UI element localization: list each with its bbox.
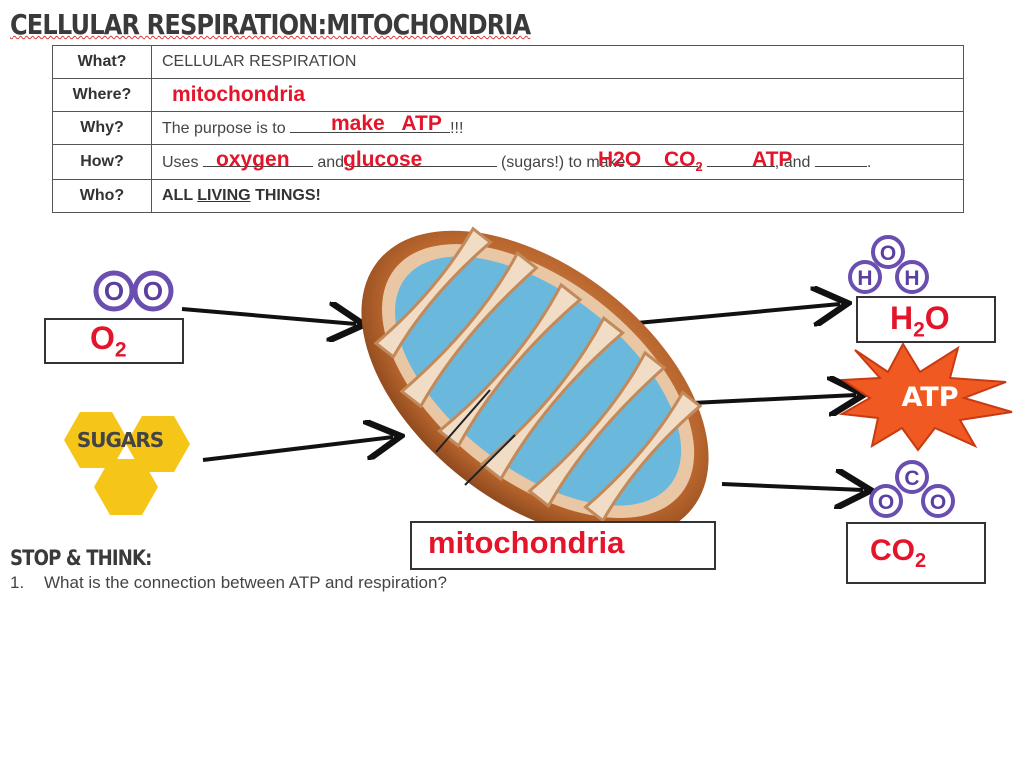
how-answer-glucose: glucose <box>343 148 423 171</box>
co2-atom-c: C <box>904 467 919 490</box>
what-label: What? <box>52 45 152 79</box>
carbon-dioxide-molecule-icon: C O O <box>869 460 955 518</box>
why-blank <box>290 118 451 133</box>
mitochondrion-icon <box>361 226 709 540</box>
who-suffix: THINGS! <box>255 187 321 204</box>
why-prefix: The purpose is to <box>162 120 286 137</box>
why-suffix: !!! <box>450 120 464 137</box>
arrow-h2o-out <box>636 304 840 323</box>
question-1: 1. What is the connection between ATP and… <box>10 573 447 593</box>
how-answer-h2o: H2O <box>598 148 642 171</box>
how-and: and <box>317 154 345 171</box>
co2-atom-o1: O <box>878 491 894 514</box>
who-living: LIVING <box>197 187 251 204</box>
atp-starburst-icon: ATP <box>838 341 1013 452</box>
how-uses: Uses <box>162 154 199 171</box>
how-blank-4 <box>706 152 775 167</box>
o2-box-text: O2 <box>90 320 127 362</box>
water-molecule-icon: O H H <box>848 235 929 294</box>
how-and2: , and <box>774 154 811 171</box>
label-line-2 <box>464 434 516 486</box>
how-answer-co2: CO2 <box>664 148 703 174</box>
how-answer-co: CO <box>664 148 696 171</box>
arrow-co2-out <box>721 484 863 490</box>
o2-atom-2: O <box>143 276 163 306</box>
arrow-atp-out <box>691 395 856 403</box>
oxygen-molecule-icon: O O <box>93 270 174 312</box>
how-blank-2 <box>348 152 497 167</box>
sugar-hexagons-icon: SUGARS <box>64 412 190 515</box>
who-label: Who? <box>52 179 152 213</box>
sugars-label: SUGARS <box>77 428 163 452</box>
table-row-why: Why? The purpose is to !!! <box>52 111 964 145</box>
where-answer: mitochondria <box>172 83 306 106</box>
mitochondria-answer-box: mitochondria <box>410 521 716 570</box>
label-line-1 <box>435 389 491 453</box>
h2o-atom-o: O <box>880 242 896 265</box>
mitochondria-box-text: mitochondria <box>428 525 625 560</box>
where-label: Where? <box>52 78 152 112</box>
why-cell: The purpose is to !!! <box>151 111 964 145</box>
how-label: How? <box>52 144 152 180</box>
how-answer-co-sub: 2 <box>695 159 703 175</box>
co2-atom-o2: O <box>930 491 946 514</box>
how-answer-atp: ATP <box>752 148 793 171</box>
h2o-atom-h2: H <box>904 267 919 290</box>
how-blank-1 <box>202 152 313 167</box>
how-cell: Uses and (sugars!) to make , , and . <box>151 144 964 180</box>
co2-box-text: CO2 <box>870 534 927 572</box>
page-title: CELLULAR RESPIRATION:MITOCHONDRIA <box>10 8 531 41</box>
question-1-number: 1. <box>10 573 25 592</box>
stop-think-heading: STOP & THINK: <box>10 546 152 570</box>
who-prefix: ALL <box>162 187 193 204</box>
table-row-who: Who? ALL LIVING THINGS! <box>52 179 964 213</box>
info-table: What? CELLULAR RESPIRATION Where? Why? T… <box>52 45 964 213</box>
how-answer-oxygen: oxygen <box>216 148 290 171</box>
how-sugars: (sugars!) to make <box>500 154 626 171</box>
o2-atom-1: O <box>104 276 124 306</box>
h2o-box-text: H2O <box>890 300 950 342</box>
atp-label: ATP <box>901 382 958 413</box>
what-value: CELLULAR RESPIRATION <box>151 45 964 79</box>
h2o-atom-h1: H <box>857 267 872 290</box>
how-blank-5 <box>814 152 867 167</box>
arrow-o2-in <box>181 309 356 324</box>
arrow-sugars-in <box>202 437 393 462</box>
why-answer: make ATP <box>331 112 442 135</box>
how-blank-3 <box>629 152 698 167</box>
question-1-text: What is the connection between ATP and r… <box>44 573 447 592</box>
who-cell: ALL LIVING THINGS! <box>151 179 964 213</box>
table-row-how: How? Uses and (sugars!) to make , , and … <box>52 144 964 180</box>
co2-answer-box: CO2 <box>846 522 986 584</box>
table-row-what: What? CELLULAR RESPIRATION <box>52 45 964 79</box>
o2-answer-box: O2 <box>44 318 184 364</box>
h2o-answer-box: H2O <box>856 296 996 343</box>
